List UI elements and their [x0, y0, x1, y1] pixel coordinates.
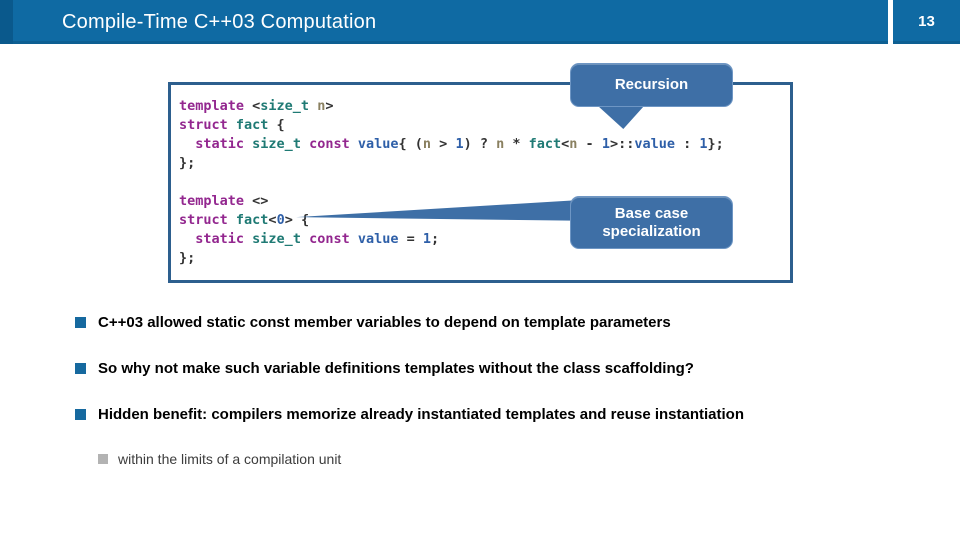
- bullet-text: Hidden benefit: compilers memorize alrea…: [98, 406, 744, 423]
- list-item-sub: within the limits of a compilation unit: [98, 451, 905, 468]
- header-bar: Compile-Time C++03 Computation 13: [0, 0, 960, 44]
- bullet-list: C++03 allowed static const member variab…: [75, 313, 905, 468]
- bullet-square-icon: [75, 317, 86, 328]
- page-number: 13: [918, 13, 935, 30]
- list-item: C++03 allowed static const member variab…: [75, 313, 905, 332]
- code-block-recursive-template: template <size_t n>struct fact { static …: [179, 98, 724, 171]
- slide-title: Compile-Time C++03 Computation: [62, 11, 377, 33]
- bullet-text: So why not make such variable definition…: [98, 360, 694, 377]
- sub-bullet-square-icon: [98, 454, 108, 464]
- bullet-square-icon: [75, 363, 86, 374]
- code-panel: template <size_t n>struct fact { static …: [168, 82, 793, 283]
- bullet-square-icon: [75, 409, 86, 420]
- bullet-text: C++03 allowed static const member variab…: [98, 314, 671, 331]
- sub-bullet-text: within the limits of a compilation unit: [118, 451, 342, 467]
- list-item: Hidden benefit: compilers memorize alrea…: [75, 405, 905, 424]
- header-divider: [888, 0, 893, 44]
- recursion-callout: Recursion: [570, 63, 733, 107]
- list-item: So why not make such variable definition…: [75, 359, 905, 378]
- header-accent-strip: [0, 0, 13, 44]
- code-block-base-case: template <>struct fact<0> { static size_…: [179, 193, 440, 266]
- base-case-callout: Base case specialization: [570, 196, 733, 249]
